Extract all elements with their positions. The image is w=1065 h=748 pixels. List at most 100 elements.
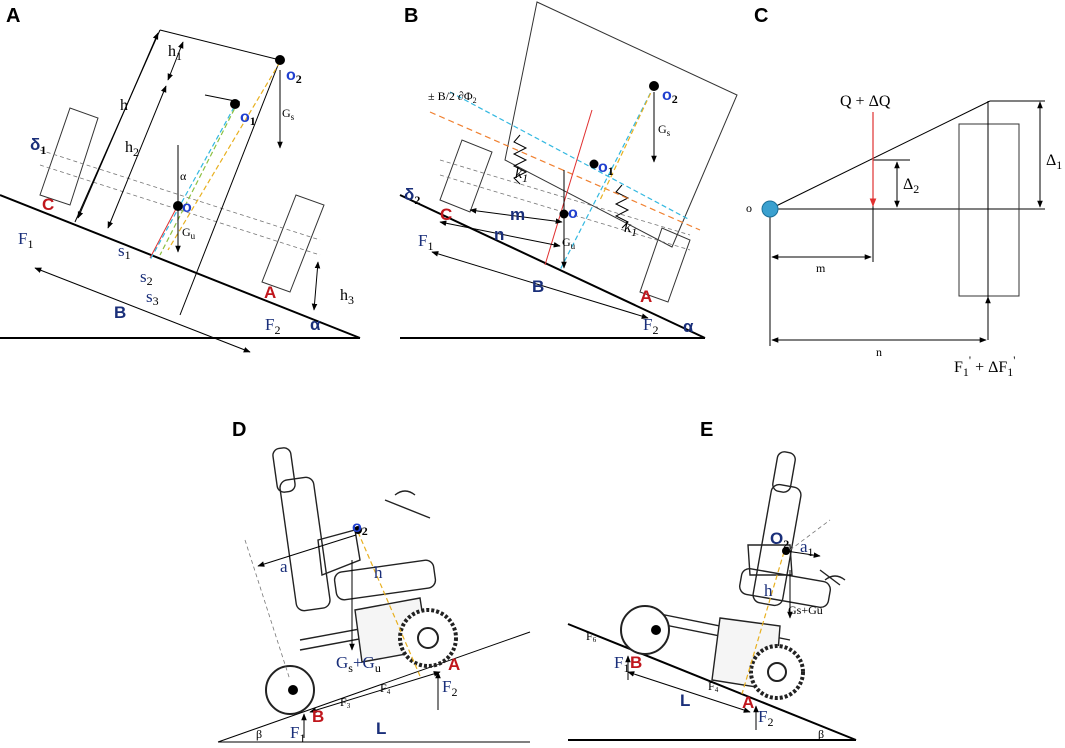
l-dim <box>627 671 751 713</box>
label-alpha-small: α <box>180 169 187 183</box>
panel-d: D o2 a h Gs+Gu A B <box>217 419 531 745</box>
left-guide <box>244 539 291 681</box>
a-dim <box>257 534 357 567</box>
front-post <box>261 194 325 293</box>
label-c: C <box>440 205 452 224</box>
o2-point <box>354 526 362 534</box>
b-dim <box>34 267 251 353</box>
label-f: F1' + ΔF1' <box>954 353 1015 379</box>
label-delta1: δ1 <box>30 135 46 157</box>
rear-post <box>439 139 493 213</box>
front-post <box>639 227 691 303</box>
pivot-o <box>761 200 779 218</box>
label-o2: o2 <box>352 519 368 538</box>
label-q: Q + ΔQ <box>840 93 891 110</box>
label-alpha: α <box>683 317 694 336</box>
cyan-line <box>449 91 691 221</box>
chassis-line-2 <box>439 174 691 251</box>
o2-point <box>782 547 790 555</box>
panel-e-letter: E <box>700 419 713 441</box>
post-box <box>958 123 1020 297</box>
label-gu: Gu <box>182 225 196 241</box>
top-guide <box>159 29 281 61</box>
label-n: n <box>494 225 504 244</box>
label-f1: F1 <box>418 231 433 253</box>
label-b: B <box>114 303 126 322</box>
label-gs: Gs <box>658 122 671 138</box>
label-s1: s1 <box>118 241 131 262</box>
label-f3: F3 <box>340 695 351 710</box>
label-f6: F6 <box>586 629 597 644</box>
green-line <box>159 101 239 256</box>
caster-hub <box>651 625 661 635</box>
right-guide <box>789 519 831 551</box>
a1-dim <box>785 550 821 558</box>
label-f2: F2 <box>643 315 658 337</box>
label-gs: Gs <box>282 106 295 122</box>
label-h2: h2 <box>125 139 139 159</box>
label-o1: o1 <box>240 109 256 128</box>
o-point <box>173 201 183 211</box>
red-line <box>149 204 179 259</box>
l-dim <box>309 671 441 713</box>
label-o1: o1 <box>598 159 614 178</box>
panel-d-letter: D <box>232 419 246 441</box>
o-point <box>559 209 569 219</box>
label-l: L <box>680 691 690 710</box>
seat-box <box>504 1 738 248</box>
yellow-line <box>167 61 281 251</box>
m-dim <box>469 208 563 224</box>
panel-b-letter: B <box>404 5 418 27</box>
o1-point <box>230 99 240 109</box>
label-s2: s2 <box>140 267 153 288</box>
spring-right <box>614 184 630 229</box>
label-delta-expr: ± B/2 ∂Φ2 <box>428 89 477 105</box>
label-b: B <box>532 277 544 296</box>
label-o: o <box>182 199 192 216</box>
label-f2: F2 <box>442 677 457 699</box>
label-a1: a1 <box>800 537 814 559</box>
drive-wheel <box>398 608 458 668</box>
label-m: m <box>816 261 826 275</box>
label-a: a <box>280 557 288 576</box>
panel-b: B ± B/2 ∂Φ2 o2 o1 o Gs Gu <box>399 1 738 339</box>
yellow-h-line <box>741 551 785 695</box>
panel-c: C Q + ΔQ Δ1 Δ2 o m n F1' + ΔF1' <box>746 5 1062 379</box>
label-c: C <box>42 195 54 214</box>
label-k1: k1 <box>515 165 528 185</box>
caster-hub <box>288 685 298 695</box>
label-k1b: k1 <box>624 219 637 239</box>
label-gu: Gu <box>562 235 576 251</box>
label-m: m <box>510 205 525 224</box>
caster-wheel <box>620 605 670 655</box>
slope-guide <box>769 100 991 210</box>
panel-e: E O2 a1 h Gs+Gu A B F1 <box>567 419 857 741</box>
label-beta: β <box>818 727 824 741</box>
spring-left <box>512 134 528 185</box>
o2-point <box>275 55 285 65</box>
label-h1: h1 <box>168 43 182 63</box>
label-delta2: δ2 <box>404 185 420 207</box>
label-gs-gu: Gs+Gu <box>788 603 823 617</box>
label-o: o <box>568 205 578 222</box>
h2-dim <box>107 85 167 229</box>
seat-axis <box>179 59 281 316</box>
label-a-point: A <box>448 655 460 674</box>
label-f4: F4 <box>380 681 391 696</box>
label-f4: F4 <box>708 679 719 694</box>
wheelchair <box>639 451 846 691</box>
label-o2: O2 <box>770 529 789 551</box>
label-h: h <box>764 581 773 600</box>
label-a: A <box>640 287 652 306</box>
label-f1: F1 <box>614 653 629 675</box>
label-h: h <box>374 563 383 582</box>
label-f2: F2 <box>758 707 773 729</box>
b-dim <box>431 251 649 319</box>
label-b-point: B <box>630 653 642 672</box>
label-h3: h3 <box>340 287 354 307</box>
h-dim <box>77 32 159 219</box>
label-f1: F1 <box>18 229 33 251</box>
label-s3: s3 <box>146 287 159 308</box>
drive-wheel-hub <box>417 627 439 649</box>
label-h: h <box>120 97 128 114</box>
